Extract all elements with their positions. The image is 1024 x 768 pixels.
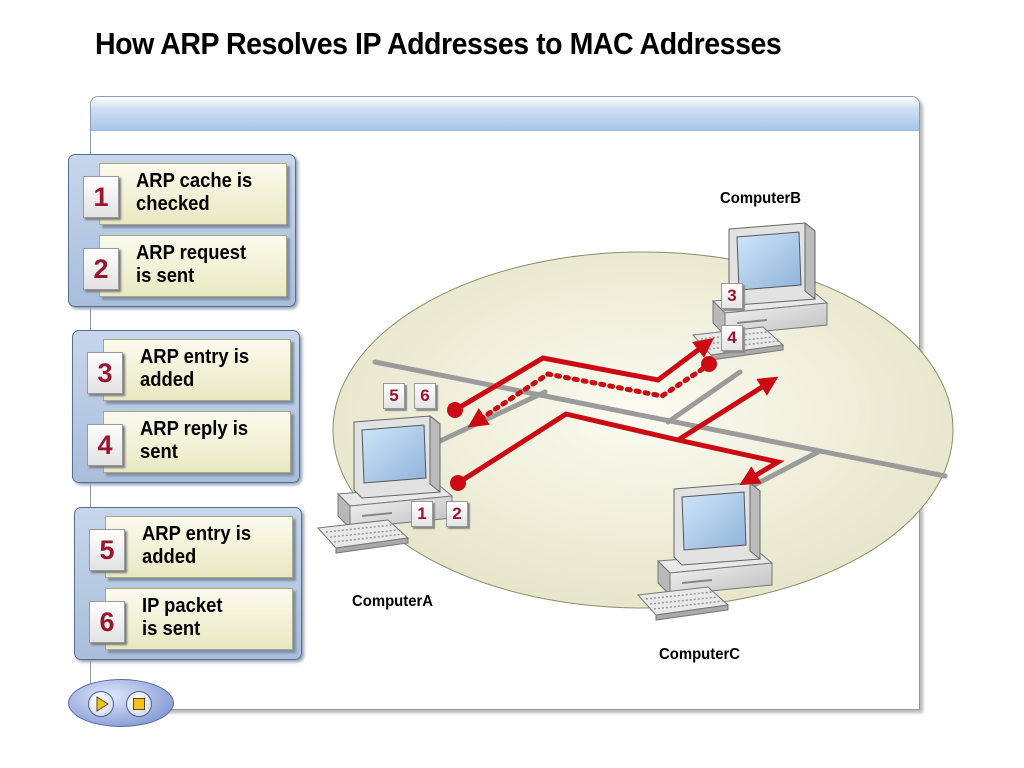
step-5: ARP entry is added	[105, 516, 293, 578]
step-6: IP packet is sent	[105, 588, 293, 650]
step-4-label: ARP reply is sent	[140, 418, 249, 463]
step-4: ARP reply is sent	[103, 411, 291, 473]
step-6-number: 6	[89, 601, 125, 643]
step-2-label: ARP request is sent	[136, 242, 247, 287]
tag-step-3: 3	[721, 283, 743, 309]
arp-request-branch-arrow	[676, 376, 779, 443]
tag-step-1: 1	[411, 501, 433, 527]
arp-reply-dotted-path	[467, 361, 713, 428]
slide-navigation	[68, 679, 174, 727]
arp-reply-arrow	[453, 338, 714, 413]
step-6-label: IP packet is sent	[142, 595, 223, 640]
computer-b-label: ComputerB	[720, 190, 802, 207]
tag-step-4: 4	[721, 325, 743, 351]
tag-step-5: 5	[383, 383, 405, 409]
step-1-number: 1	[83, 176, 119, 218]
stop-icon	[133, 698, 145, 710]
tag-step-2: 2	[446, 501, 468, 527]
step-1-label: ARP cache is checked	[136, 170, 253, 215]
step-5-label: ARP entry is added	[142, 523, 252, 568]
step-2-number: 2	[83, 248, 119, 290]
frame-title-bar	[91, 97, 919, 131]
computer-a-endpoint-top	[447, 402, 463, 418]
step-4-number: 4	[87, 424, 123, 466]
step-3-number: 3	[87, 352, 123, 394]
page-title: How ARP Resolves IP Addresses to MAC Add…	[95, 26, 782, 61]
tag-step-6: 6	[414, 383, 436, 409]
step-3: ARP entry is added	[103, 339, 291, 401]
step-group-1: ARP cache is checked 1 ARP request is se…	[68, 154, 296, 307]
computer-c-label: ComputerC	[659, 646, 741, 663]
computer-a-label: ComputerA	[352, 593, 434, 610]
step-group-2: ARP entry is added 3 ARP reply is sent 4	[72, 330, 300, 483]
step-1: ARP cache is checked	[99, 163, 287, 225]
computer-b-endpoint	[701, 356, 717, 372]
step-2: ARP request is sent	[99, 235, 287, 297]
step-5-number: 5	[89, 529, 125, 571]
play-icon	[96, 696, 109, 712]
play-button[interactable]	[88, 691, 114, 717]
step-group-3: ARP entry is added 5 IP packet is sent 6	[74, 507, 302, 660]
stop-button[interactable]	[126, 691, 152, 717]
step-3-label: ARP entry is added	[140, 346, 250, 391]
computer-a-endpoint-bottom	[450, 475, 466, 491]
